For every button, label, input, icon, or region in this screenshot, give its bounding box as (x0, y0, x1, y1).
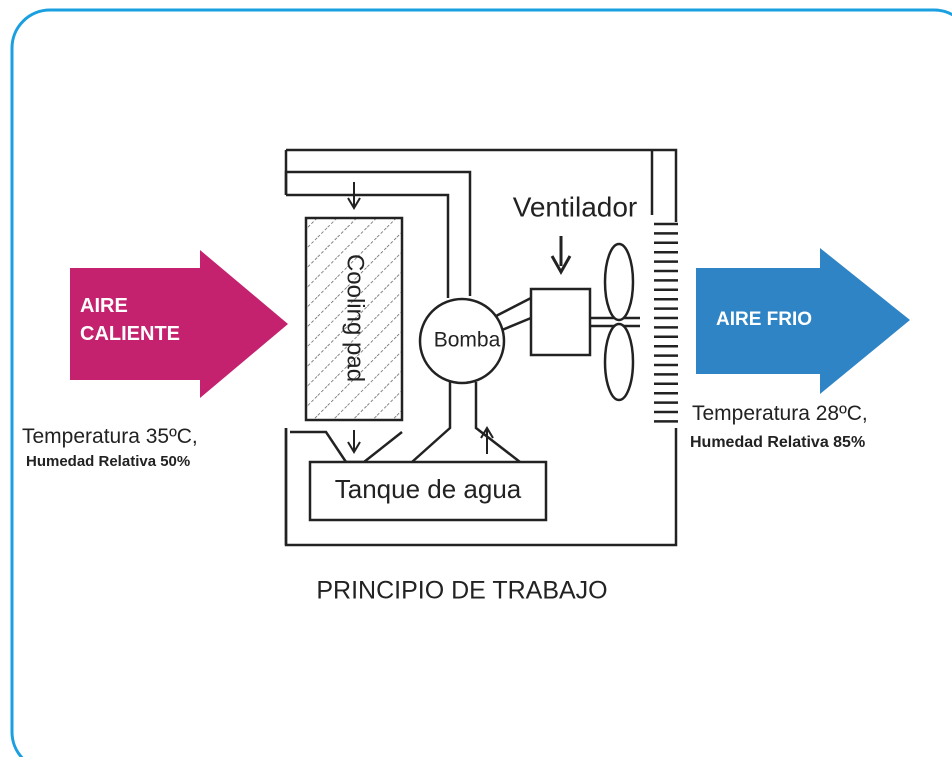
cooling-pad-label: Cooling pad (342, 254, 369, 382)
fan-motor (529, 287, 592, 357)
outer-frame (10, 8, 952, 762)
pump-label: Bomba (434, 329, 501, 352)
outlet-louvres (654, 222, 678, 423)
collection-funnel (290, 430, 403, 464)
pump-fan-connector (495, 296, 532, 332)
cold-air-humidity: Humedad Relativa 85% (690, 434, 865, 451)
cold-air-temperature: Temperatura 28ºC, (692, 402, 868, 425)
fan-blade-bottom (603, 322, 635, 402)
funnel-arrow-head (347, 441, 361, 454)
fan-blade-top (603, 242, 635, 322)
fan-arrow-head (550, 255, 572, 276)
hot-air-temperature: Temperatura 35ºC, (22, 425, 198, 448)
hot-air-humidity: Humedad Relativa 50% (26, 453, 190, 470)
diagram-title: PRINCIPIO DE TRABAJO (316, 577, 607, 605)
water-tank (308, 460, 548, 522)
hot-air-arrow (70, 250, 288, 398)
hot-air-label-line2: CALIENTE (80, 323, 180, 345)
cold-air-arrow (696, 248, 910, 394)
pump-body (418, 297, 506, 385)
cooling-pad (304, 216, 404, 422)
fan-label: Ventilador (513, 191, 638, 222)
pipe-arrow-head (480, 426, 494, 439)
water-tank-label: Tanque de agua (335, 474, 522, 504)
cold-air-label: AIRE FRIO (716, 309, 812, 330)
top-duct (286, 170, 472, 298)
hot-air-label-line1: AIRE (80, 295, 128, 317)
pump-outlet-pipe (411, 382, 521, 463)
top-duct-left (284, 170, 310, 195)
drip-arrow-head (347, 197, 361, 210)
